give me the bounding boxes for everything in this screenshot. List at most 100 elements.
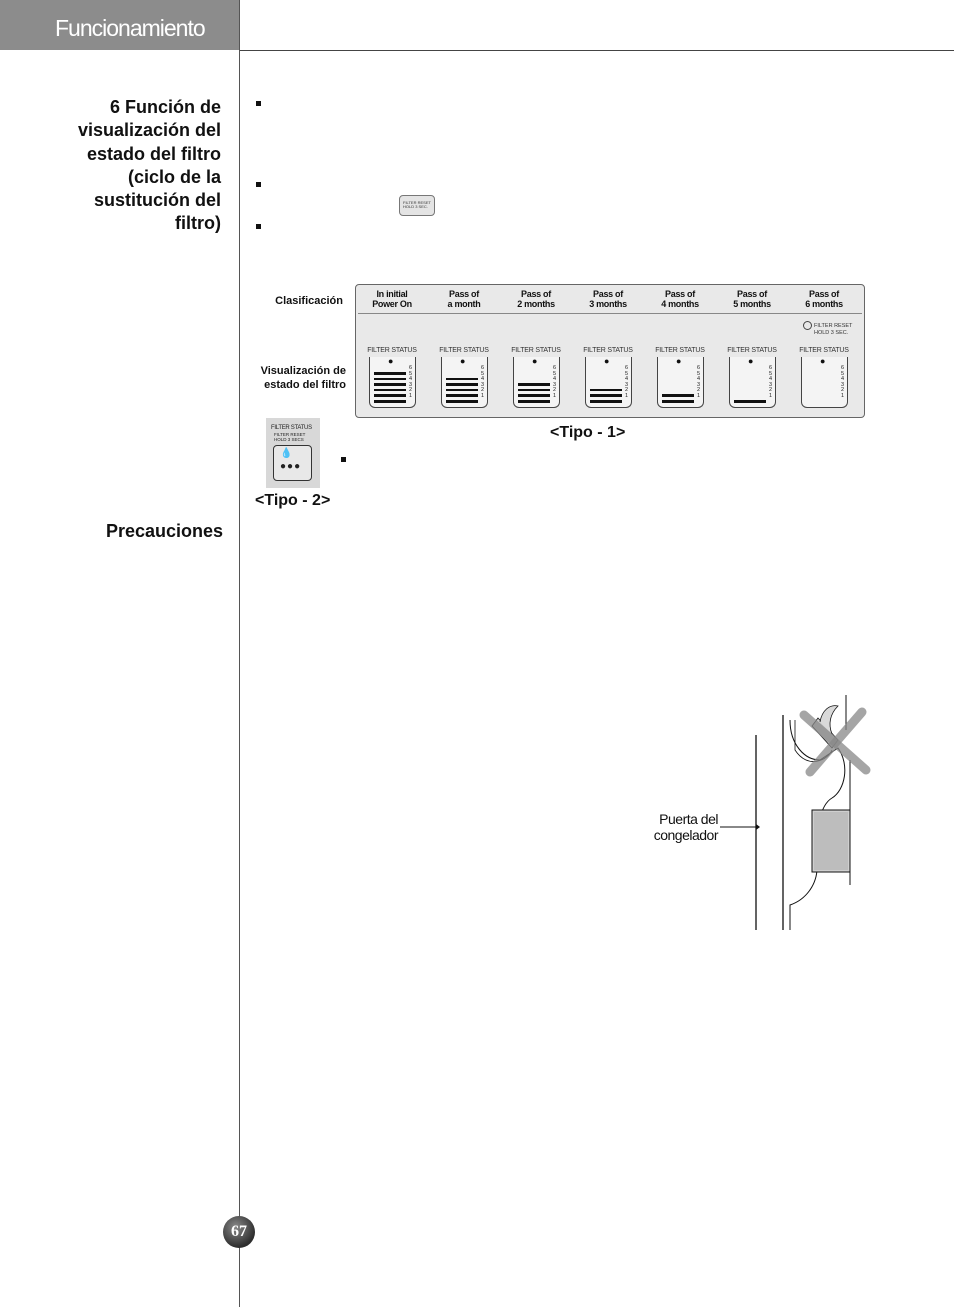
filter-status-label: FILTER STATUS	[727, 347, 777, 354]
mini-button-text: FILTER RESET	[403, 200, 431, 205]
column-header-line: Pass of	[737, 289, 767, 299]
gauge-scale-number: 6	[408, 365, 412, 371]
gauge-bar	[446, 383, 478, 386]
gauge-bar	[374, 388, 406, 392]
water-drop-icon: ●	[460, 356, 466, 366]
freezer-door-dispenser-illustration	[720, 695, 871, 930]
column-header-line: 2 months	[517, 299, 555, 309]
gauge-bar	[734, 400, 766, 403]
gauge-scale-number: 3	[624, 381, 628, 388]
filter-reset-button-icon: FILTER RESET HOLD 3 SEC.	[399, 195, 435, 216]
filter-status-label: FILTER STATUS	[799, 347, 849, 354]
filter-status-panel-tipo2: FILTER STATUS FILTER RESET HOLD 3 SECS 💧…	[266, 418, 320, 488]
reset-text: HOLD 3 SEC.	[814, 330, 849, 336]
gauge-scale-number: 5	[408, 370, 412, 377]
freezer-door-label-line: Puerta del	[659, 811, 718, 827]
gauge-bar	[518, 383, 550, 386]
header-title: Funcionamiento	[55, 15, 206, 41]
water-drop-icon: ●	[604, 356, 610, 366]
page-number-badge: 67	[223, 1216, 255, 1248]
gauge-bar	[446, 388, 478, 392]
header-rule	[239, 50, 954, 51]
water-drop-icon: ●	[532, 356, 538, 366]
gauge-scale-number: 5	[624, 370, 628, 377]
gauge-scale-number: 3	[408, 381, 412, 388]
classification-label: Clasificación	[275, 295, 343, 307]
filter-status-label: FILTER STATUS	[655, 347, 705, 354]
outline-drops-icon: 💧	[280, 448, 294, 459]
gauge-scale-number: 1	[552, 392, 556, 399]
column-header-line: 6 months	[805, 299, 843, 309]
gauge-scale-number: 4	[480, 376, 484, 383]
gauge-bar	[374, 400, 406, 403]
tipo2-reset-text: HOLD 3 SECS	[274, 436, 304, 442]
freezer-door-label: Puerta del congelador	[642, 811, 719, 843]
reset-circle-icon	[803, 321, 812, 330]
gauge-scale-number: 3	[768, 381, 772, 388]
gauge-bar	[662, 400, 694, 403]
bullet-marker	[256, 182, 261, 187]
gauge-bar	[590, 388, 622, 392]
section-title-line: sustitución del	[93, 190, 221, 211]
caption-tipo2: <Tipo - 2>	[255, 492, 331, 509]
column-header-line: In initial	[376, 289, 408, 299]
column-header-line: a month	[447, 299, 481, 309]
gauge-bar	[374, 383, 406, 386]
gauge-scale-number: 3	[552, 381, 556, 388]
section-title-line: (ciclo de la	[127, 166, 221, 187]
gauge-scale-number: 5	[768, 370, 772, 377]
gauge-scale-number: 2	[480, 387, 484, 394]
tipo2-reset: FILTER RESET HOLD 3 SECS	[274, 432, 306, 442]
column-header-line: 4 months	[661, 299, 699, 309]
tipo2-reset-text: FILTER RESET	[274, 432, 306, 437]
gauge-scale-number: 3	[696, 381, 700, 388]
gauge-scale-number: 5	[696, 370, 700, 377]
column-header-line: Pass of	[665, 289, 695, 299]
gauge-bar	[374, 372, 406, 375]
reset-text: FILTER RESET	[814, 322, 853, 329]
gauge-bar	[446, 400, 478, 403]
bullet-marker	[341, 457, 346, 462]
precautions-heading: Precauciones	[105, 521, 223, 541]
gauge-bar	[374, 394, 406, 397]
section-title-line: 6 Función de	[109, 97, 221, 117]
filter-reset-indicator: FILTER RESET HOLD 3 SEC.	[803, 321, 852, 336]
gauge-scale-number: 5	[552, 370, 556, 377]
gauge-scale-number: 4	[768, 376, 772, 383]
gauge-scale-number: 4	[552, 376, 556, 383]
filter-status-label: FILTER STATUS	[583, 347, 633, 354]
gauge-bar	[446, 377, 478, 381]
section-title-line: visualización del	[77, 120, 221, 141]
gauge-scale-number: 3	[840, 381, 844, 388]
gauge-scale-number: 3	[480, 381, 484, 388]
gauge-bar	[518, 388, 550, 392]
gauge-scale-number: 2	[840, 387, 844, 394]
gauge-scale-number: 2	[624, 387, 628, 394]
display-status-label: Visualización de estado del filtro	[240, 364, 346, 392]
left-column-rule	[239, 0, 240, 1307]
gauge-scale-number: 6	[624, 365, 628, 371]
gauge-scale-number: 1	[840, 392, 844, 399]
section-title-line: estado del filtro	[86, 143, 221, 164]
gauge-scale-number: 1	[696, 392, 700, 399]
column-header-line: Power On	[372, 299, 412, 309]
column-header-line: Pass of	[593, 289, 623, 299]
tipo2-gauge: 💧 ●●●	[273, 445, 312, 481]
gauge-scale-number: 6	[552, 365, 556, 371]
column-header-line: Pass of	[809, 289, 839, 299]
header-section-tab: Funcionamiento	[0, 0, 239, 50]
gauge-scale-number: 4	[408, 376, 412, 383]
gauge-bar	[446, 394, 478, 397]
gauge-scale-number: 6	[768, 365, 772, 371]
